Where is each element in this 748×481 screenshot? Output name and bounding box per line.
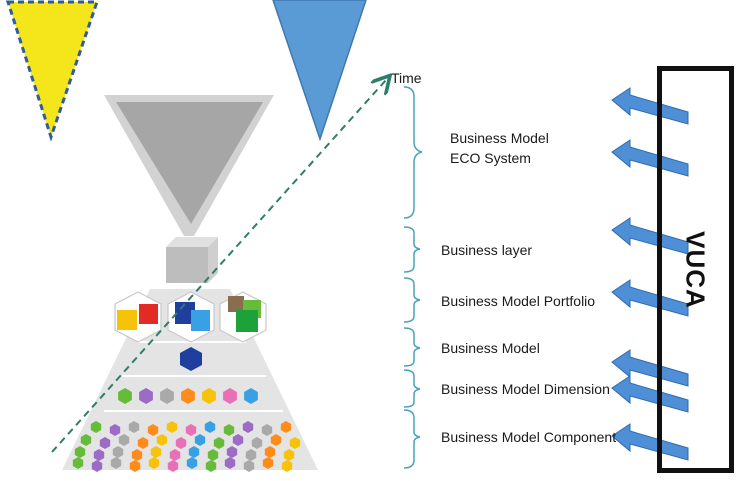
component-hexagon — [118, 434, 130, 446]
component-hexagon — [243, 460, 255, 472]
component-hexagon — [90, 421, 102, 433]
cube-top-face — [166, 237, 218, 247]
component-hexagon — [109, 424, 121, 436]
vuca-arrows — [611, 87, 689, 461]
layer-portfolio-label: Business Model Portfolio — [441, 293, 596, 309]
vuca-pressure-arrow — [611, 423, 689, 461]
component-hexagon — [281, 460, 293, 472]
component-hexagon — [186, 457, 198, 469]
component-hexagon — [110, 457, 122, 469]
bracket-component — [403, 409, 421, 469]
component-hexagon — [205, 460, 217, 472]
component-hexagon — [148, 457, 160, 469]
bracket-eco-system — [403, 86, 423, 219]
time-label: Time — [391, 70, 422, 86]
dimension-hexagon — [202, 388, 216, 404]
component-hexagon — [262, 457, 274, 469]
component-hexagons — [72, 421, 301, 472]
layer-component-label: Business Model Component — [441, 429, 617, 445]
component-hexagon — [251, 437, 263, 449]
component-hexagon — [129, 460, 141, 472]
portfolio-cluster-center — [167, 291, 215, 343]
vuca-label: VUCA — [680, 231, 711, 309]
yellow-triangle — [5, 0, 100, 142]
portfolio-cluster-right — [219, 291, 267, 343]
dimension-hexagon — [118, 388, 132, 404]
cube-right-face — [208, 237, 218, 283]
component-hexagon — [169, 449, 181, 461]
component-hexagon — [156, 434, 168, 446]
dimension-hexagons — [118, 388, 258, 404]
layer-dimension-label: Business Model Dimension — [441, 381, 610, 397]
layer-eco-system-label-line2: ECO System — [450, 150, 531, 166]
layer-brackets — [403, 86, 423, 469]
component-hexagon — [137, 437, 149, 449]
layer-eco-system-label-line1: Business Model — [450, 130, 549, 146]
component-hexagon — [264, 446, 276, 458]
vuca-pressure-arrow — [611, 87, 689, 125]
component-hexagon — [166, 421, 178, 433]
vuca-pressure-arrow — [611, 279, 689, 317]
component-hexagon — [280, 421, 292, 433]
bracket-business-layer — [403, 226, 421, 273]
component-hexagon — [289, 437, 301, 449]
component-hexagon — [261, 424, 273, 436]
layer-business-layer-label: Business layer — [441, 242, 533, 258]
component-hexagon — [242, 421, 254, 433]
component-hexagon — [74, 446, 86, 458]
component-hexagon — [147, 424, 159, 436]
component-hexagon — [188, 446, 200, 458]
vuca-box — [657, 66, 734, 473]
component-hexagon — [213, 437, 225, 449]
component-hexagon — [91, 460, 103, 472]
bracket-dimension — [403, 369, 421, 408]
dimension-hexagon — [160, 388, 174, 404]
component-hexagon — [223, 424, 235, 436]
component-hexagon — [128, 421, 140, 433]
component-hexagon — [150, 446, 162, 458]
funnel-inner — [116, 102, 263, 224]
component-hexagon — [232, 434, 244, 446]
component-hexagon — [185, 424, 197, 436]
component-hexagon — [283, 449, 295, 461]
vuca-pressure-arrow — [611, 375, 689, 413]
component-hexagon — [204, 421, 216, 433]
cube-front-face — [166, 247, 208, 283]
component-hexagon — [207, 449, 219, 461]
dimension-hexagon — [244, 388, 258, 404]
portfolio-cluster-left — [114, 291, 162, 343]
dimension-hexagon — [181, 388, 195, 404]
component-hexagon — [93, 449, 105, 461]
layer-business-model-label: Business Model — [441, 340, 540, 356]
component-hexagon — [224, 457, 236, 469]
component-hexagon — [167, 460, 179, 472]
vuca-pressure-arrow — [611, 139, 689, 177]
component-hexagon — [99, 437, 111, 449]
component-hexagon — [131, 449, 143, 461]
component-hexagon — [194, 434, 206, 446]
component-hexagon — [226, 446, 238, 458]
dimension-hexagon — [223, 388, 237, 404]
dimension-hexagon — [139, 388, 153, 404]
bracket-business-model — [403, 327, 421, 367]
blue-triangle — [272, 0, 367, 142]
component-hexagon — [72, 457, 84, 469]
component-hexagon — [112, 446, 124, 458]
business-model-hexagon — [180, 347, 202, 371]
bracket-portfolio — [403, 277, 421, 323]
vuca-pressure-arrow — [611, 217, 689, 255]
pyramid — [62, 289, 318, 470]
component-hexagon — [175, 437, 187, 449]
component-hexagon — [80, 434, 92, 446]
component-hexagon — [245, 449, 257, 461]
component-hexagon — [270, 434, 282, 446]
